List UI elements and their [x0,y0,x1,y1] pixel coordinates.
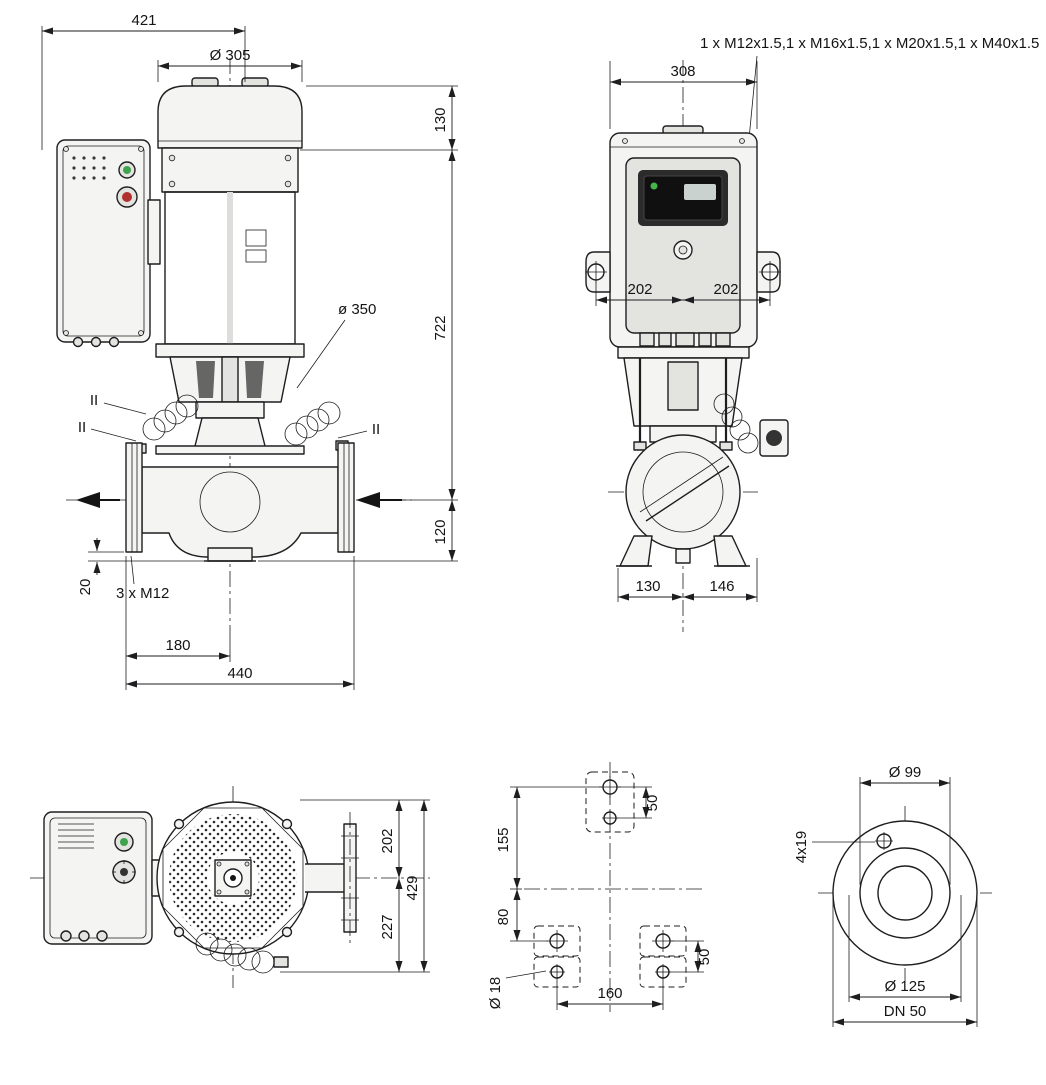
bore-circle [877,865,933,921]
label-cable-glands: 1 x M12x1.5,1 x M16x1.5,1 x M20x1.5,1 x … [700,35,1039,52]
label-4x19: 4x19 [793,831,810,864]
label-d18: Ø 18 [487,977,504,1010]
gauge-coil-side [713,393,789,457]
top-view: 202 227 429 [30,786,430,988]
pump-foot [207,547,253,562]
electronic-module-top [43,811,163,945]
dim-130-side: 130 [635,578,660,595]
dim-202-right: 202 [713,281,738,298]
foundation-view: 50 155 80 50 Ø 18 160 [487,762,713,1012]
flow-arrow-right [356,492,402,508]
flange-view: Ø 99 4x19 Ø 125 DN 50 [793,764,992,1027]
volute-side [616,434,750,567]
dim-429: 429 [404,875,421,900]
dim-160: 160 [597,985,622,1002]
nameplate [245,229,267,247]
suction-flange [125,442,143,553]
fan-cover-top [156,801,310,955]
dim-d350: ø 350 [338,301,376,318]
dim-180: 180 [165,637,190,654]
dim-440: 440 [227,665,252,682]
motor-front [155,77,305,358]
side-view: 1 x M12x1.5,1 x M16x1.5,1 x M20x1.5,1 x … [585,35,1039,632]
flange-top [305,812,359,944]
dim-d125: Ø 125 [885,978,926,995]
front-view: II II II 421 [41,12,458,690]
dim-202-left: 202 [627,281,652,298]
motor-side [585,125,781,359]
lantern-side [623,357,743,451]
dim-50-bottom: 50 [696,949,713,966]
dim-227: 227 [379,914,396,939]
pump-casing-front [125,442,355,562]
electronic-module-front [56,139,161,348]
front-dimensions: 421 Ø 305 130 722 120 ø 350 20 3 x M12 [41,12,458,690]
dim-120: 120 [432,519,449,544]
flow-arrow-left [76,492,120,508]
dim-d99: Ø 99 [889,764,922,781]
status-led [650,182,658,190]
flange-outer-circle [832,820,978,966]
discharge-flange [337,442,355,553]
dim-722: 722 [432,315,449,340]
dim-80: 80 [495,909,512,926]
dim-d305: Ø 305 [210,47,251,64]
section-mark-left-lower: II [78,419,86,436]
dim-146: 146 [709,578,734,595]
label-dn50: DN 50 [884,1003,927,1020]
dim-202-top: 202 [379,828,396,853]
dim-20: 20 [77,579,94,596]
gauge-coil-left [133,394,199,454]
foundation-pad-top [585,771,635,833]
section-mark-right: II [372,421,380,438]
section-mark-left-upper: II [90,392,98,409]
vent-grille [72,156,106,180]
dim-50-top: 50 [644,795,661,812]
dim-421: 421 [131,12,156,29]
dim-155: 155 [495,827,512,852]
lantern-front [169,356,291,451]
dim-130: 130 [432,107,449,132]
raised-face-circle [859,847,951,939]
label-3xM12: 3 x M12 [116,585,169,602]
cable-gland [72,336,84,348]
gauge-coil-top [195,932,289,974]
dim-308: 308 [670,63,695,80]
